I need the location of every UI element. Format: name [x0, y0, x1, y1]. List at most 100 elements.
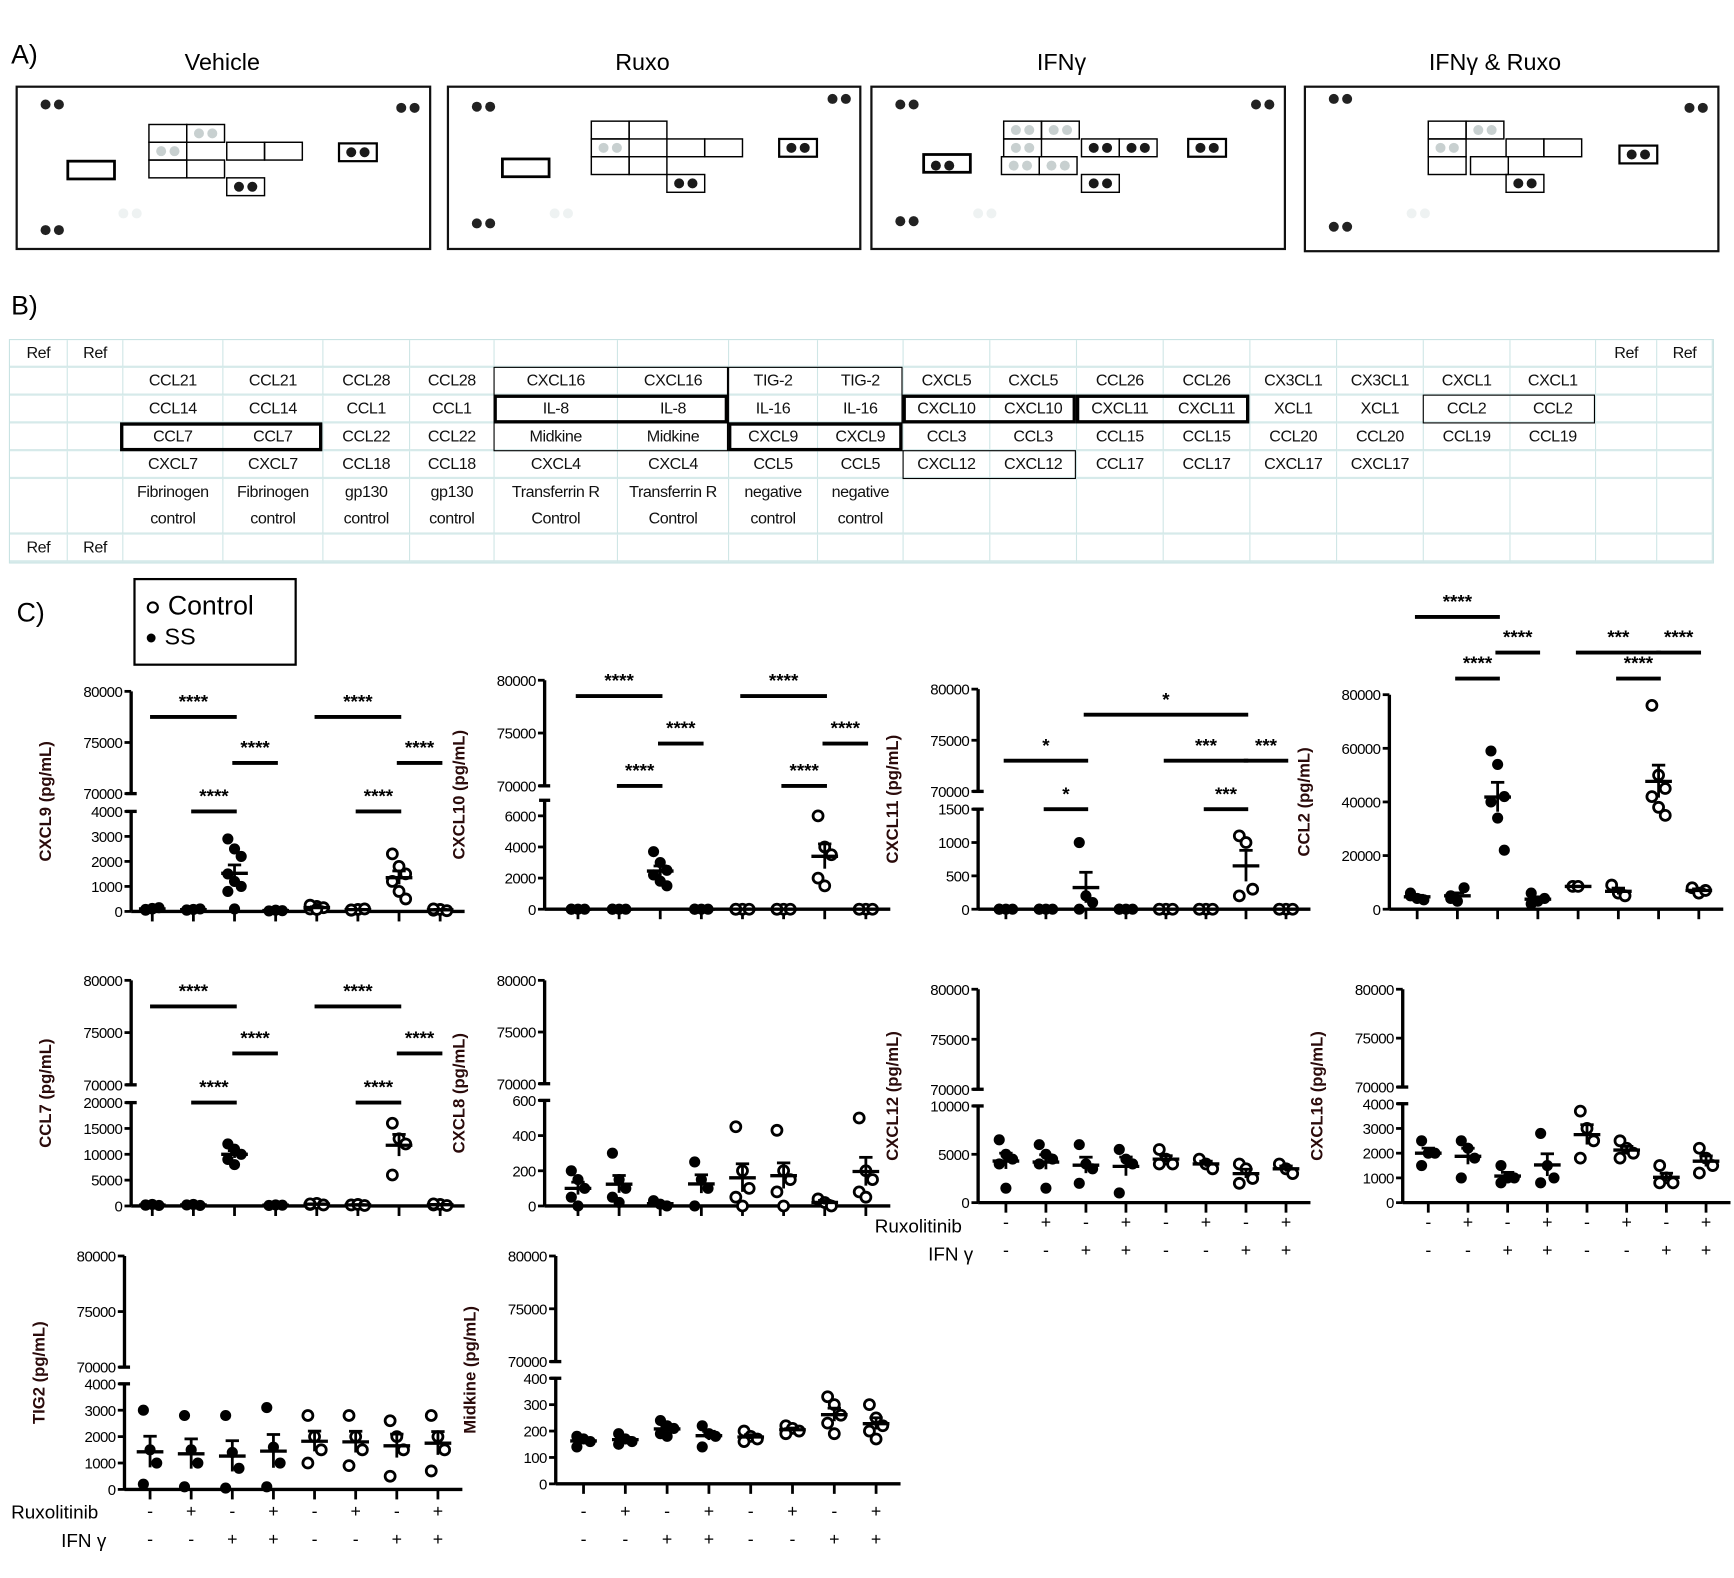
- y-tick-label: 80000: [1355, 982, 1394, 999]
- significance-label: ****: [364, 787, 394, 808]
- blot-spot: [1526, 178, 1537, 189]
- table-cell: gp130 control: [323, 479, 411, 535]
- ruxolitinib-sign: -: [1663, 1212, 1669, 1232]
- data-point-control: [1653, 1159, 1667, 1172]
- table-cell: CXCL17: [1337, 451, 1424, 480]
- y-tick-label: 80000: [1342, 687, 1381, 704]
- spot-outline: [1040, 120, 1080, 140]
- blot-spot: [1024, 125, 1035, 136]
- table-cell: Ref: [10, 534, 68, 563]
- legend-item-control: Control: [146, 591, 254, 622]
- data-point-ss: [192, 1457, 204, 1469]
- data-point-control: [777, 1199, 790, 1213]
- y-tick-label: 70000: [83, 786, 122, 803]
- table-cell: CCL15: [1163, 423, 1251, 452]
- table-cell: CCL20: [1337, 423, 1424, 452]
- ruxolitinib-sign: +: [787, 1501, 797, 1521]
- spot-outline: [628, 120, 668, 140]
- table-cell: [123, 534, 224, 563]
- ruxolitinib-sign: +: [186, 1501, 196, 1521]
- blot-spot: [1406, 208, 1417, 219]
- significance-label: ****: [199, 787, 229, 808]
- blot-spot: [827, 93, 838, 104]
- ifn-sign: +: [1121, 1240, 1131, 1260]
- table-cell: CCL19: [1510, 423, 1597, 452]
- highlight-cxcl12: [902, 450, 1076, 480]
- ruxolitinib-sign: +: [1463, 1212, 1473, 1232]
- data-point-ss: [233, 1462, 245, 1474]
- blot-spot: [1008, 160, 1019, 171]
- blot-spot: [1010, 125, 1021, 136]
- spot-outline: [1038, 155, 1078, 176]
- blot-spot: [346, 147, 357, 158]
- blot-spot: [1208, 142, 1219, 153]
- significance-label: ****: [199, 1078, 229, 1099]
- table-cell: CCL20: [1250, 423, 1338, 452]
- y-tick-label: 4000: [84, 1376, 115, 1393]
- spot-outline: [1505, 173, 1545, 194]
- table-cell: [903, 534, 991, 563]
- table-cell: TIG-2: [729, 367, 819, 396]
- data-point-ss: [1535, 1177, 1547, 1189]
- y-tick-label: 2000: [91, 854, 122, 871]
- y-tick-label: 80000: [83, 973, 122, 990]
- y-axis-label: CCL7 (pg/mL): [36, 1039, 55, 1148]
- significance-label: ***: [1195, 736, 1218, 757]
- ruxolitinib-sign: +: [1542, 1212, 1552, 1232]
- data-point-ss: [696, 1420, 708, 1432]
- ifn-sign: +: [1281, 1240, 1291, 1260]
- y-tick-label: 1000: [91, 879, 122, 896]
- table-cell: gp130 control: [410, 479, 495, 535]
- table-cell: CXCL5: [990, 367, 1078, 396]
- table-cell: [10, 395, 68, 424]
- table-cell: [1596, 479, 1658, 535]
- spot-outline: [1080, 173, 1121, 194]
- ifn-sign: -: [1003, 1240, 1009, 1260]
- y-tick-label: 75000: [77, 1304, 116, 1321]
- table-cell: [10, 367, 68, 396]
- data-point-ss: [137, 1404, 149, 1416]
- membrane-title-ifn: IFNγ: [1036, 50, 1087, 76]
- table-cell: Fibrinogen control: [123, 479, 224, 535]
- table-cell: [323, 534, 411, 563]
- blot-spot: [895, 99, 906, 110]
- blot-spot: [895, 216, 906, 227]
- table-cell: CX3CL1: [1337, 367, 1424, 396]
- filled-circle-icon: [146, 633, 156, 643]
- y-tick-label: 10000: [930, 1099, 969, 1116]
- table-cell: [1077, 479, 1164, 535]
- ifn-sign: +: [1081, 1240, 1091, 1260]
- table-cell: CX3CL1: [1250, 367, 1338, 396]
- data-point-control: [827, 1427, 841, 1441]
- data-point-control: [1692, 1141, 1706, 1155]
- table-cell: [903, 340, 991, 368]
- y-tick-label: 70000: [83, 1077, 122, 1094]
- ruxolitinib-sign: +: [1621, 1212, 1631, 1232]
- spot-outline: [922, 153, 972, 174]
- table-cell: [323, 340, 411, 368]
- highlight-cxcl11: [1075, 394, 1250, 424]
- blot-spot: [1342, 221, 1353, 232]
- y-tick-label: 0: [961, 902, 969, 919]
- table-cell: CXCL5: [903, 367, 991, 396]
- y-tick-label: 0: [528, 1199, 536, 1216]
- table-cell: [1077, 340, 1164, 368]
- blot-spot: [1328, 93, 1339, 104]
- data-point-ss: [220, 1409, 232, 1422]
- data-point-ss: [571, 1441, 583, 1453]
- table-cell: [1163, 340, 1251, 368]
- ruxolitinib-sign: +: [1281, 1212, 1291, 1232]
- table-cell: [1250, 340, 1338, 368]
- highlight-ccl2: [1422, 394, 1596, 424]
- blot-spot: [1250, 99, 1261, 110]
- ifn-sign: -: [312, 1529, 318, 1549]
- y-tick-label: 75000: [497, 726, 536, 743]
- table-cell: [1510, 534, 1597, 563]
- spot-outline: [778, 137, 819, 158]
- blot-spot: [207, 128, 218, 139]
- y-tick-label: 75000: [1355, 1031, 1394, 1048]
- data-point-ss: [1033, 1139, 1045, 1151]
- data-point-control: [385, 847, 399, 861]
